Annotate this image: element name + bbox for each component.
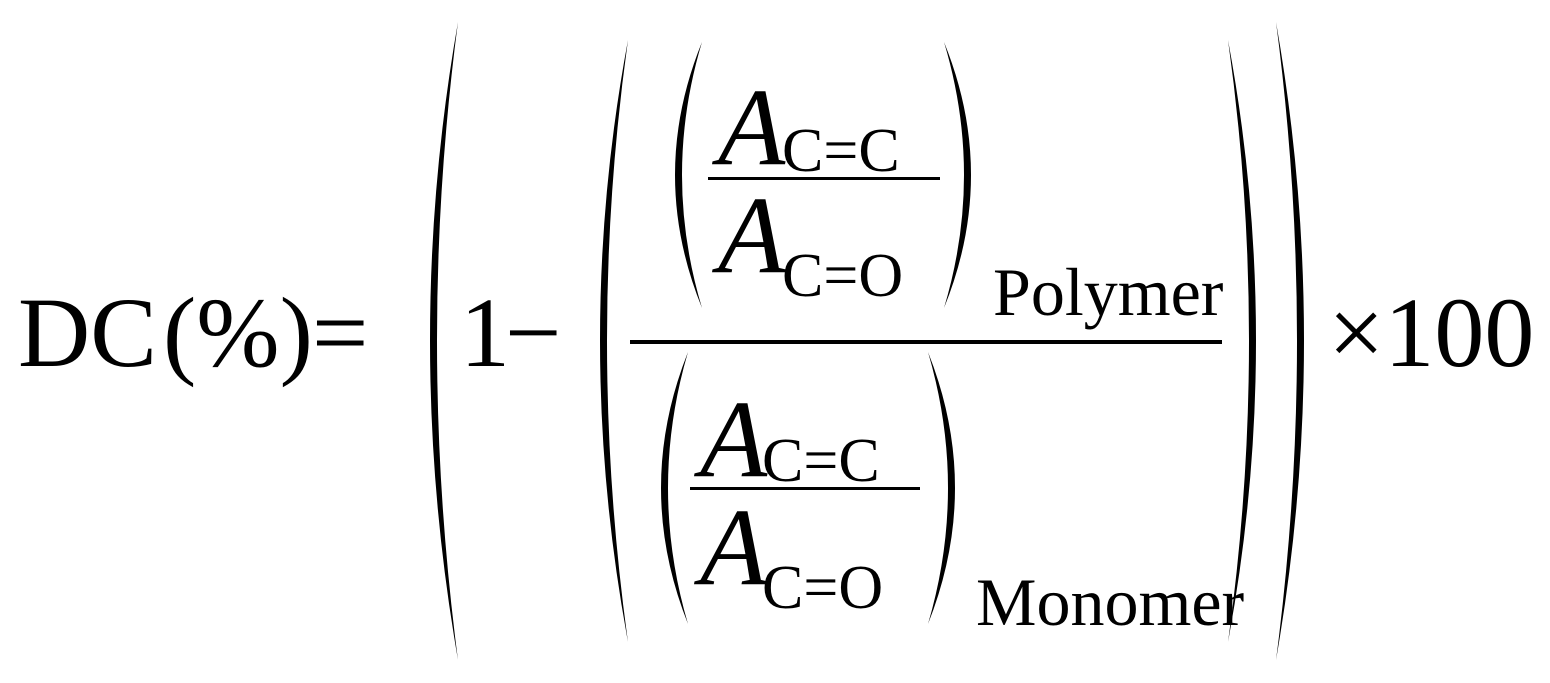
mid-right-paren	[1228, 40, 1256, 642]
main-fraction-line	[630, 340, 1222, 344]
subscript-c-c: C=C	[782, 117, 900, 185]
lower-right-paren	[928, 352, 955, 624]
mid-left-paren	[600, 40, 628, 642]
outer-right-paren	[1276, 22, 1304, 660]
outer-left-paren	[430, 22, 458, 660]
times-100: ×100	[1328, 277, 1535, 388]
equals-sign: =	[312, 277, 369, 388]
one: 1	[460, 277, 510, 388]
subscript-c-o: C=O	[762, 554, 884, 622]
minus-sign: −	[505, 277, 562, 388]
subscript-c-o: C=O	[782, 242, 904, 310]
absorbance-symbol: A	[718, 66, 786, 188]
subscript-c-c: C=C	[762, 427, 880, 495]
polymer-label: Polymer	[993, 254, 1224, 330]
upper-left-paren	[675, 42, 702, 308]
lower-left-paren	[661, 352, 688, 624]
upper-right-paren	[944, 42, 971, 308]
percent-label: (%)	[163, 277, 313, 388]
absorbance-symbol: A	[718, 174, 786, 296]
absorbance-symbol: A	[700, 378, 768, 500]
monomer-label: Monomer	[976, 564, 1245, 640]
fraction-line	[690, 487, 920, 490]
fraction-line	[708, 177, 940, 180]
dc-label: DC	[18, 277, 157, 388]
absorbance-symbol: A	[700, 486, 768, 608]
